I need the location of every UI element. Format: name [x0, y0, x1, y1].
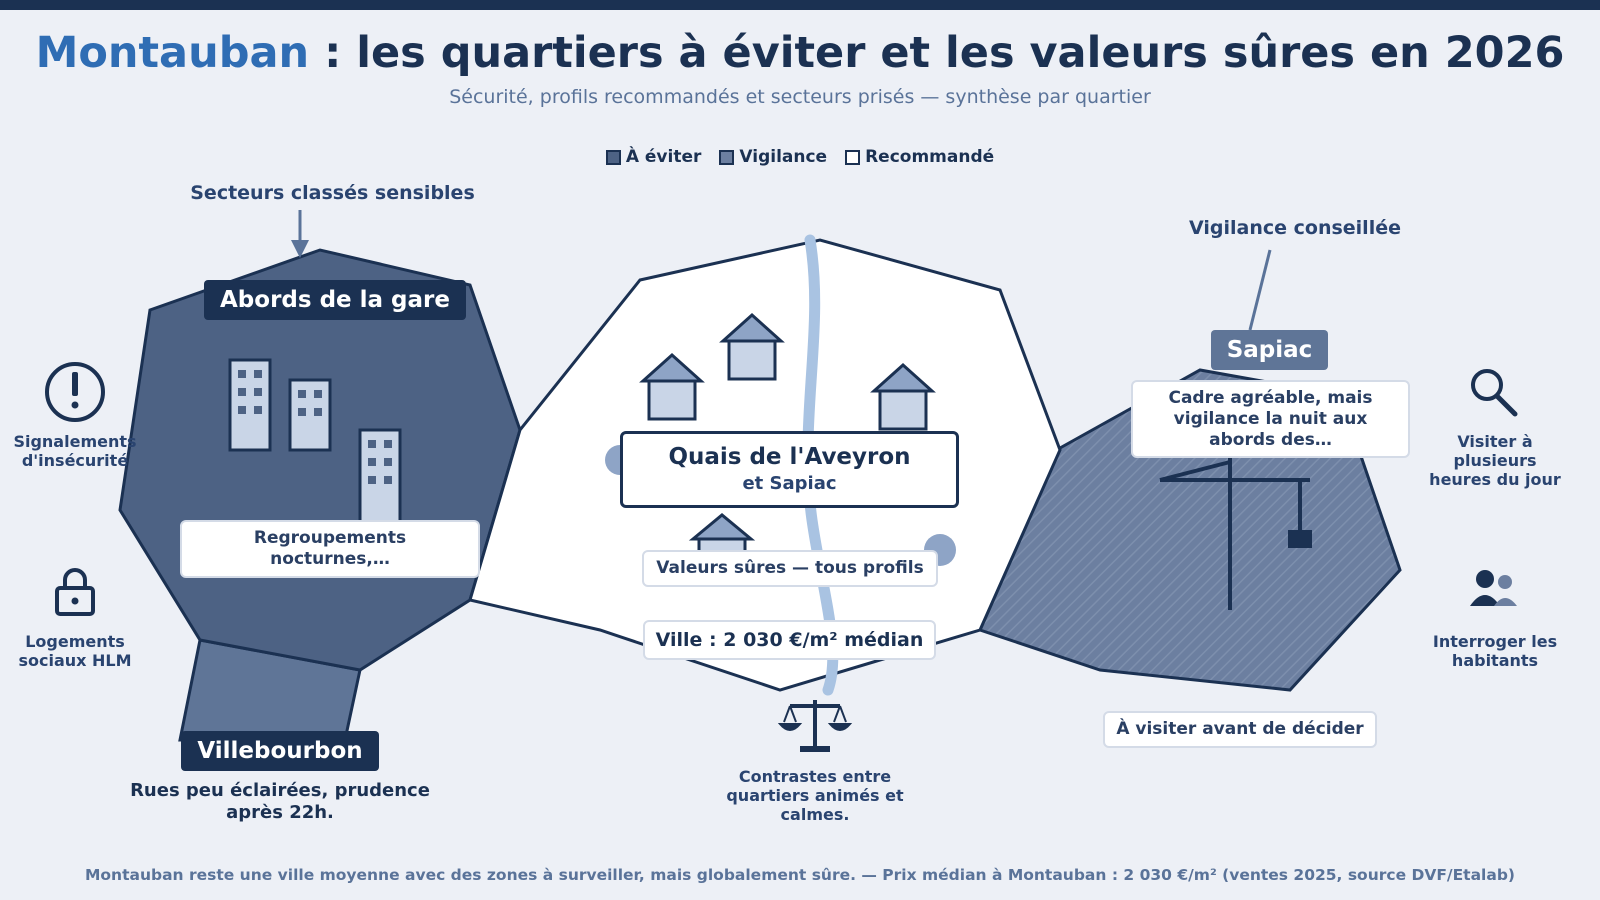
sapiac-zone-label: Sapiac [1211, 330, 1328, 370]
villebourbon-zone-label: Villebourbon [181, 731, 379, 771]
villebourbon-note: Rues peu éclairées, prudence après 22h. [130, 780, 430, 823]
gare-zone-label: Abords de la gare [204, 280, 466, 320]
legend-label-recommended: Recommandé [865, 147, 995, 167]
side-label-ask-residents: Interroger les habitants [1432, 632, 1558, 670]
legend-swatch-recommended [845, 149, 861, 165]
title-city: Montauban [35, 28, 310, 78]
quais-zone-subtitle: et Sapiac [742, 473, 837, 494]
legend-item-avoid: À éviter [605, 147, 702, 167]
people-icon [1470, 570, 1517, 606]
legend-swatch-avoid [605, 149, 621, 165]
house-icon [870, 362, 936, 431]
legend-swatch-vigilance [719, 149, 735, 165]
side-label-social-housing: Logements sociaux HLM [18, 632, 132, 670]
page-title: Montauban : les quartiers à éviter et le… [0, 28, 1600, 78]
sapiac-callout: Vigilance conseillée [1189, 217, 1401, 239]
building-icon [358, 428, 402, 524]
legend-item-recommended: Recommandé [845, 147, 994, 167]
quais-zone-title: Quais de l'Aveyron [668, 444, 911, 470]
search-icon [1471, 369, 1518, 417]
page-subtitle: Sécurité, profils recommandés et secteur… [449, 86, 1151, 108]
house-icon [719, 312, 785, 381]
gare-callout: Secteurs classés sensibles [190, 182, 475, 204]
visit-before-deciding-badge: À visiter avant de décider [1103, 711, 1377, 748]
side-label-visit-times: Visiter à plusieurs heures du jour [1429, 432, 1561, 489]
footer-note: Montauban reste une ville moyenne avec d… [84, 866, 1516, 884]
warning-icon [45, 362, 105, 422]
side-label-insecurity: Signalements d'insécurité [13, 432, 137, 470]
crane-icon [1159, 458, 1310, 610]
sapiac-info-card: Cadre agréable, mais vigilance la nuit a… [1131, 380, 1410, 458]
gare-info-card: Regroupements nocturnes,… [180, 520, 480, 578]
house-icon [639, 352, 705, 421]
building-icon [228, 358, 272, 452]
balance-scale-icon [777, 700, 853, 752]
legend-label-avoid: À éviter [625, 147, 702, 167]
legend: À éviter Vigilance Recommandé [0, 147, 1600, 167]
legend-label-vigilance: Vigilance [739, 147, 828, 167]
building-icon [288, 378, 332, 452]
crane-load-icon [1288, 530, 1312, 548]
quais-zone-card: Quais de l'Aveyron et Sapiac [620, 431, 959, 508]
title-rest: : les quartiers à éviter et les valeurs … [309, 28, 1565, 78]
top-accent-bar [0, 0, 1600, 10]
safe-values-badge: Valeurs sûres — tous profils [642, 550, 938, 587]
lock-icon [55, 568, 95, 616]
legend-item-vigilance: Vigilance [719, 147, 827, 167]
median-price-badge: Ville : 2 030 €/m² médian [643, 620, 936, 660]
contrast-note: Contrastes entre quartiers animés et cal… [726, 767, 904, 824]
gare-callout-arrowhead [291, 240, 309, 258]
sapiac-callout-line [1248, 249, 1272, 331]
